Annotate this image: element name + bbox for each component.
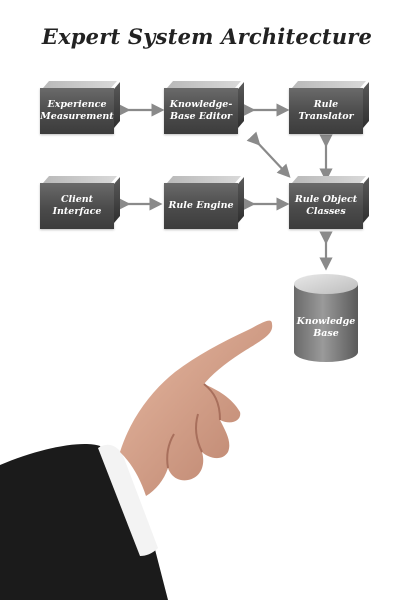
box-label: Rule Engine	[168, 200, 234, 211]
box-label: Client Interface	[52, 194, 102, 217]
box-label: Knowledge-Base Editor	[169, 99, 233, 122]
box-rule-object-classes: Rule Object Classes	[289, 183, 363, 229]
box-client-interface: Client Interface	[40, 183, 114, 229]
box-experience-measurement: Experience Measurement	[40, 88, 114, 134]
box-label: Rule Object Classes	[294, 194, 358, 217]
database-cylinder-icon	[294, 274, 358, 362]
arrow-editor-classes	[246, 131, 291, 178]
pointing-hand-icon	[0, 320, 273, 600]
diagram-title: Expert System Architecture	[41, 24, 373, 49]
box-knowledge-base-editor: Knowledge-Base Editor	[164, 88, 238, 134]
knowledge-base-label: Knowledge Base	[296, 316, 356, 339]
box-rule-translator: Rule Translator	[289, 88, 363, 134]
box-rule-engine: Rule Engine	[164, 183, 238, 229]
box-label: Experience Measurement	[40, 99, 114, 122]
box-label: Rule Translator	[298, 99, 354, 122]
